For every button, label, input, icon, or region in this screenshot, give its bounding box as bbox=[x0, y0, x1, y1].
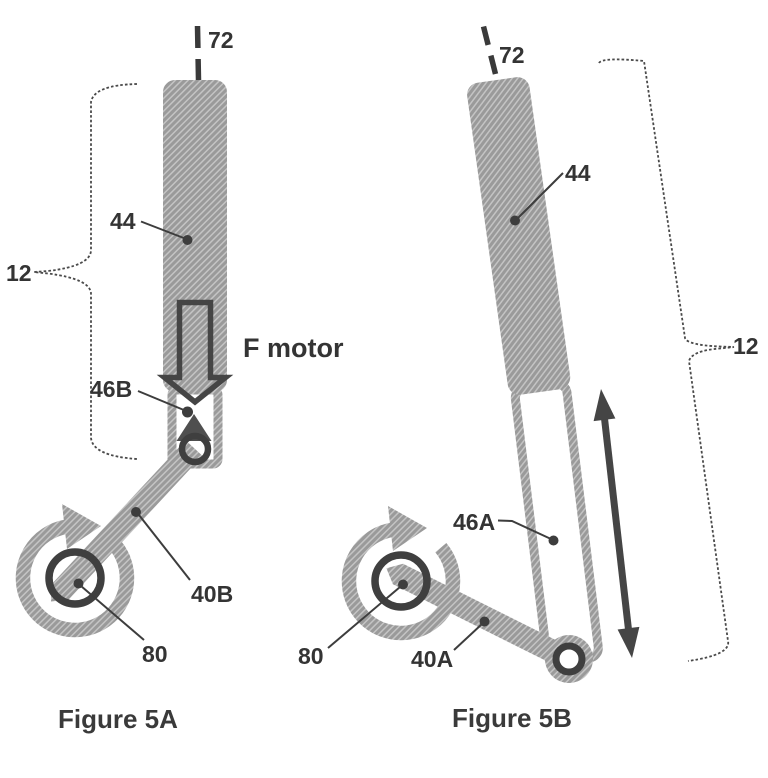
axis-dashed-line-5b bbox=[480, 25, 499, 77]
label-46b: 46B bbox=[90, 376, 132, 402]
label-72-5a: 72 bbox=[208, 27, 234, 53]
travel-arrow-shaft bbox=[600, 413, 633, 635]
leader-40b bbox=[138, 514, 191, 581]
rotation-arrow-arc-5a bbox=[15, 519, 135, 638]
f-motor-force-arrow bbox=[156, 299, 234, 406]
label-44-5a: 44 bbox=[110, 208, 136, 234]
leader-46a bbox=[497, 519, 552, 540]
ref-dot-44-5b bbox=[510, 215, 520, 226]
ankle-pivot-ring-5b bbox=[552, 642, 586, 676]
label-f-motor: F motor bbox=[243, 333, 344, 363]
label-40b: 40B bbox=[191, 581, 233, 607]
ref-dot-40a bbox=[479, 616, 490, 627]
rotation-arrowhead-5b bbox=[388, 506, 427, 551]
lower-link-40b bbox=[51, 440, 203, 602]
label-46a: 46A bbox=[453, 509, 495, 535]
travel-arrowhead-up bbox=[593, 389, 616, 422]
knee-pivot-ring-5a bbox=[178, 432, 212, 466]
leader-46b bbox=[137, 390, 186, 412]
ref-dot-40b bbox=[131, 507, 141, 517]
figure-5a: 72 12 F motor 44 46B 40B 8 bbox=[6, 25, 344, 734]
label-40a: 40A bbox=[411, 646, 453, 672]
brace-12-5a bbox=[33, 83, 138, 460]
caption-figure-5b: Figure 5B bbox=[452, 703, 572, 733]
upper-leg-rod-44-5a bbox=[163, 80, 227, 392]
leader-44-5a bbox=[140, 220, 186, 240]
knee-joint-cap-5a bbox=[176, 414, 212, 441]
label-80-5b: 80 bbox=[298, 643, 324, 669]
ref-dot-46a bbox=[548, 535, 559, 546]
extended-shaft-46a bbox=[510, 379, 603, 667]
label-12-5a: 12 bbox=[6, 260, 32, 286]
leader-80-5a bbox=[80, 585, 145, 641]
leader-40a bbox=[453, 623, 483, 651]
wheel-hub-ring-5b bbox=[371, 551, 431, 611]
axis-dashed-line-5a bbox=[194, 25, 202, 81]
rotation-arrowhead-5a bbox=[62, 504, 101, 549]
label-80-5a: 80 bbox=[142, 641, 168, 667]
label-72-5b: 72 bbox=[499, 42, 525, 68]
leader-44-5b bbox=[517, 172, 564, 219]
wheel-hub-ring-5a bbox=[45, 548, 105, 608]
ref-dot-46b bbox=[182, 406, 193, 418]
lower-link-40a bbox=[386, 563, 574, 670]
hub-center-dot-5b bbox=[398, 579, 408, 590]
leader-80-5b bbox=[327, 586, 401, 649]
label-12-5b: 12 bbox=[733, 333, 759, 359]
figure-5b: 72 12 44 46A 40A 8 bbox=[298, 25, 759, 733]
travel-arrowhead-down bbox=[617, 626, 640, 658]
upper-leg-rod-44-5b bbox=[467, 77, 571, 395]
brace-12-5b bbox=[598, 58, 735, 662]
rotation-arrow-arc-5b bbox=[341, 522, 461, 641]
label-44-5b: 44 bbox=[565, 160, 591, 186]
ref-dot-44-5a bbox=[182, 235, 193, 245]
caption-figure-5a: Figure 5A bbox=[58, 704, 178, 734]
